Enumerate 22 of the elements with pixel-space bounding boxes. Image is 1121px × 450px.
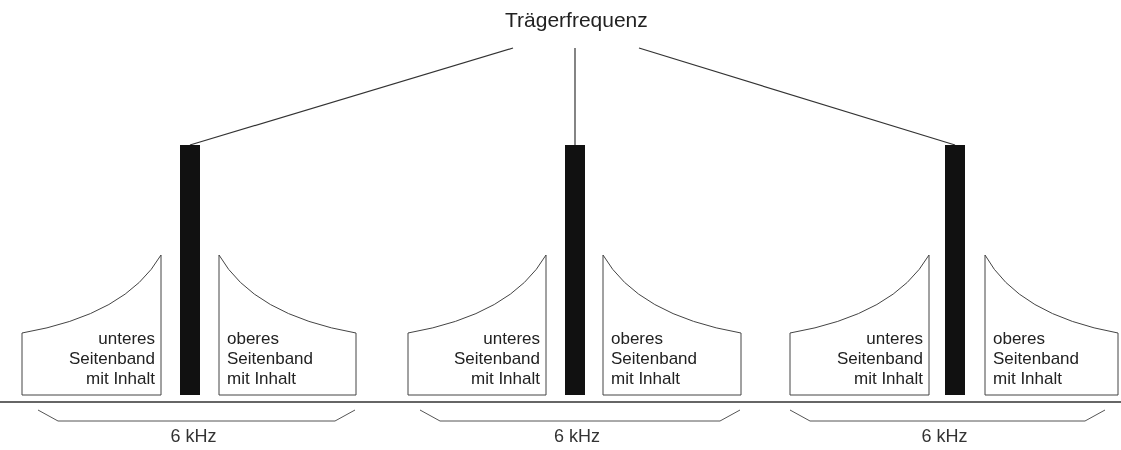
sideband-shape — [603, 255, 741, 395]
sideband-label: oberes Seitenband mit Inhalt — [993, 329, 1081, 389]
carrier-bar — [565, 145, 585, 395]
bandwidth-label: 6 kHz — [921, 426, 968, 447]
sideband-shape — [790, 255, 929, 395]
sideband-label: oberes Seitenband mit Inhalt — [227, 329, 315, 389]
sideband-label: unteres Seitenband mit Inhalt — [835, 329, 923, 389]
bandwidth-label: 6 kHz — [554, 426, 600, 447]
sideband-shape — [985, 255, 1118, 395]
sideband-label: oberes Seitenband mit Inhalt — [611, 329, 699, 389]
carrier-bar — [945, 145, 965, 395]
sideband-shape — [408, 255, 546, 395]
leader-line — [638, 47, 956, 146]
sideband-label: unteres Seitenband mit Inhalt — [452, 329, 540, 389]
leader-line — [574, 47, 576, 146]
sideband-shape — [22, 255, 161, 395]
carrier-label: Trägerfrequenz — [505, 8, 647, 38]
sideband-label: unteres Seitenband mit Inhalt — [67, 329, 155, 389]
leader-line — [189, 47, 514, 146]
carrier-bar — [180, 145, 200, 395]
bandwidth-label: 6 kHz — [170, 426, 217, 447]
sideband-shape — [219, 255, 356, 395]
